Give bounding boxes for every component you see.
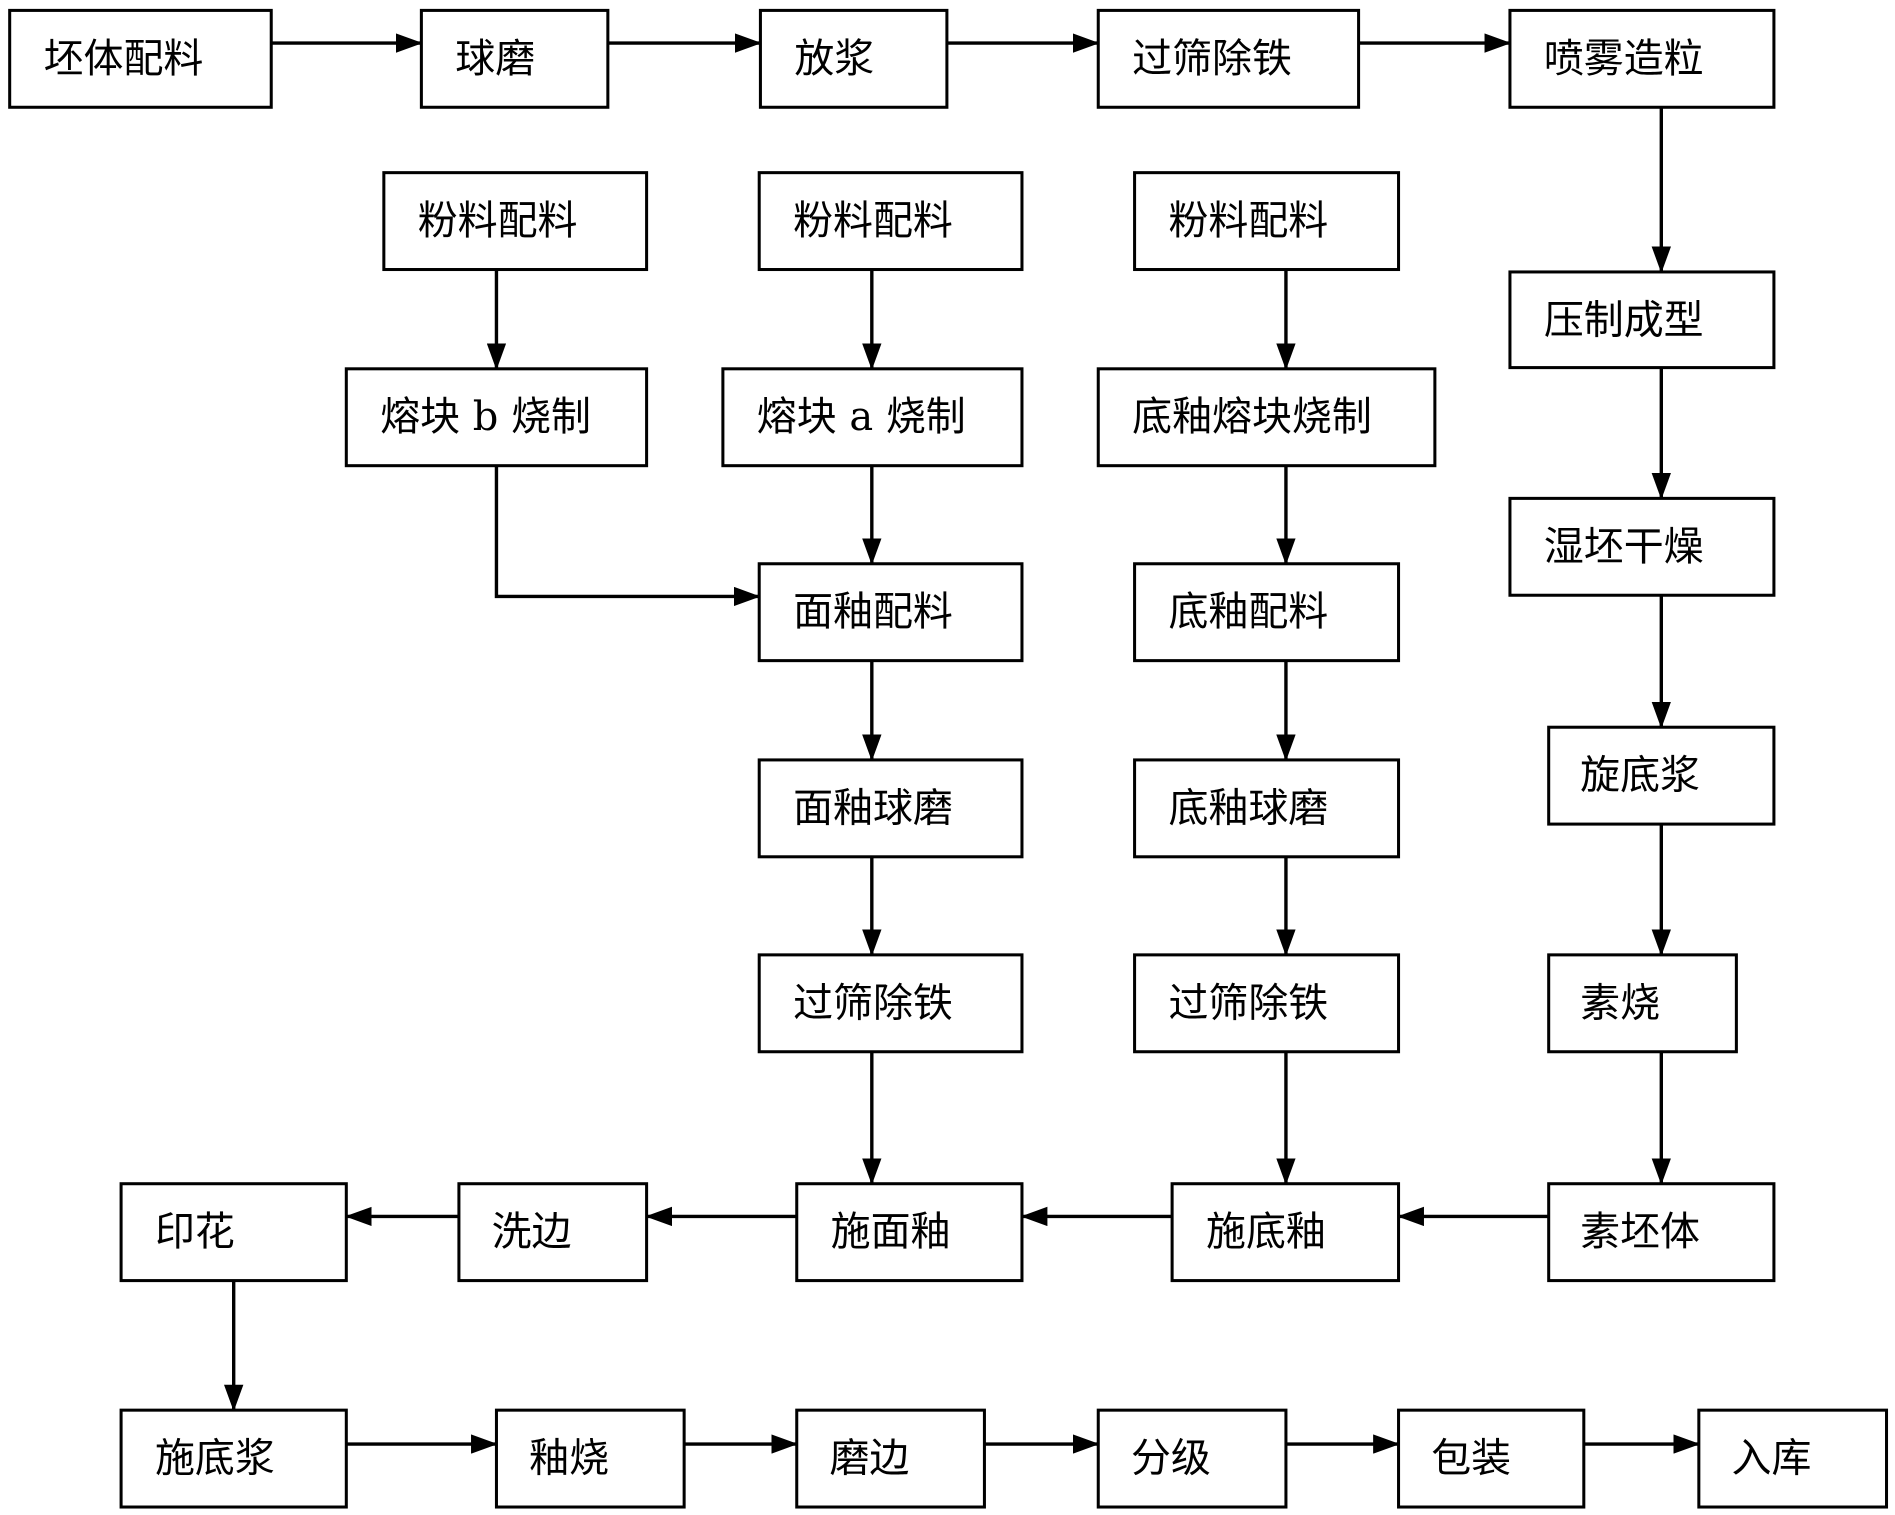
frit-a-firing-box: 熔块 a 烧制 — [721, 367, 1024, 468]
top-glaze-batching-box: 面釉配料 — [757, 562, 1024, 663]
press-forming-box: 压制成型 — [1508, 270, 1776, 370]
step-label: 过筛除铁 — [1168, 980, 1328, 1026]
ball-milling-box: 球磨 — [419, 8, 610, 109]
edge-washing-box: 洗边 — [457, 1182, 649, 1283]
step-label: 湿坯干燥 — [1544, 524, 1704, 570]
step-label: 熔块 a 烧制 — [757, 394, 966, 440]
step-label: 施底釉 — [1206, 1209, 1326, 1255]
frit-b-firing-box: 熔块 b 烧制 — [344, 367, 649, 468]
sieve-iron-removal-box: 过筛除铁 — [1096, 8, 1361, 109]
step-label: 面釉配料 — [793, 589, 953, 635]
packing-box: 包装 — [1397, 1408, 1586, 1509]
step-label: 底釉配料 — [1168, 589, 1328, 635]
glaze-firing-box: 釉烧 — [494, 1408, 686, 1509]
step-label: 印花 — [155, 1209, 235, 1255]
engobe-application-box: 施底浆 — [119, 1408, 348, 1509]
step-label: 过筛除铁 — [1132, 36, 1292, 82]
step-label: 施底浆 — [155, 1436, 275, 1482]
step-label: 素坯体 — [1580, 1209, 1700, 1255]
spray-granulation-box: 喷雾造粒 — [1508, 8, 1776, 109]
step-label: 分级 — [1131, 1436, 1211, 1482]
printing-box: 印花 — [119, 1182, 348, 1283]
spin-engobe-box: 旋底浆 — [1547, 725, 1776, 826]
flow-arrow — [494, 465, 761, 607]
step-label: 粉料配料 — [418, 198, 578, 244]
step-label: 喷雾造粒 — [1544, 36, 1704, 82]
powder-batching-ground-frit-box: 粉料配料 — [1133, 171, 1401, 272]
step-label: 压制成型 — [1544, 297, 1704, 343]
step-label: 粉料配料 — [793, 198, 953, 244]
grading-box: 分级 — [1096, 1408, 1288, 1509]
step-label: 釉烧 — [529, 1436, 609, 1482]
step-label: 磨边 — [829, 1436, 909, 1482]
ground-glaze-application-box: 施底釉 — [1170, 1182, 1401, 1283]
top-glaze-milling-box: 面釉球磨 — [757, 758, 1024, 859]
step-label: 粉料配料 — [1168, 198, 1328, 244]
powder-batching-frit-a-box: 粉料配料 — [757, 171, 1024, 272]
step-label: 入库 — [1732, 1436, 1812, 1482]
top-glaze-application-box: 施面釉 — [795, 1182, 1024, 1283]
step-label: 放浆 — [794, 36, 874, 82]
ground-glaze-sieving-box: 过筛除铁 — [1133, 953, 1401, 1054]
warehousing-box: 入库 — [1697, 1408, 1889, 1509]
step-label: 素烧 — [1580, 980, 1660, 1026]
powder-batching-frit-b-box: 粉料配料 — [382, 171, 649, 272]
step-label: 底釉球磨 — [1168, 785, 1328, 831]
step-label: 施面釉 — [831, 1209, 951, 1255]
ground-glaze-frit-firing-box: 底釉熔块烧制 — [1096, 367, 1437, 468]
bisque-firing-box: 素烧 — [1547, 953, 1738, 1054]
step-label: 过筛除铁 — [793, 980, 953, 1026]
step-label: 洗边 — [492, 1209, 572, 1255]
bisque-body-box: 素坯体 — [1547, 1182, 1776, 1283]
edge-grinding-box: 磨边 — [795, 1408, 986, 1509]
step-label: 球磨 — [455, 36, 535, 82]
step-label: 旋底浆 — [1580, 753, 1700, 799]
step-label: 面釉球磨 — [793, 785, 953, 831]
body-batching-box: 坯体配料 — [8, 8, 273, 109]
step-label: 坯体配料 — [44, 36, 204, 82]
step-label: 包装 — [1431, 1436, 1511, 1482]
ground-glaze-milling-box: 底釉球磨 — [1133, 758, 1401, 859]
flow-arrows — [224, 33, 1701, 1454]
green-body-drying-box: 湿坯干燥 — [1508, 496, 1776, 597]
step-label: 熔块 b 烧制 — [380, 394, 591, 440]
top-glaze-sieving-box: 过筛除铁 — [757, 953, 1024, 1054]
slip-discharge-box: 放浆 — [758, 8, 949, 109]
step-label: 底釉熔块烧制 — [1132, 394, 1372, 440]
ground-glaze-batching-box: 底釉配料 — [1133, 562, 1401, 663]
